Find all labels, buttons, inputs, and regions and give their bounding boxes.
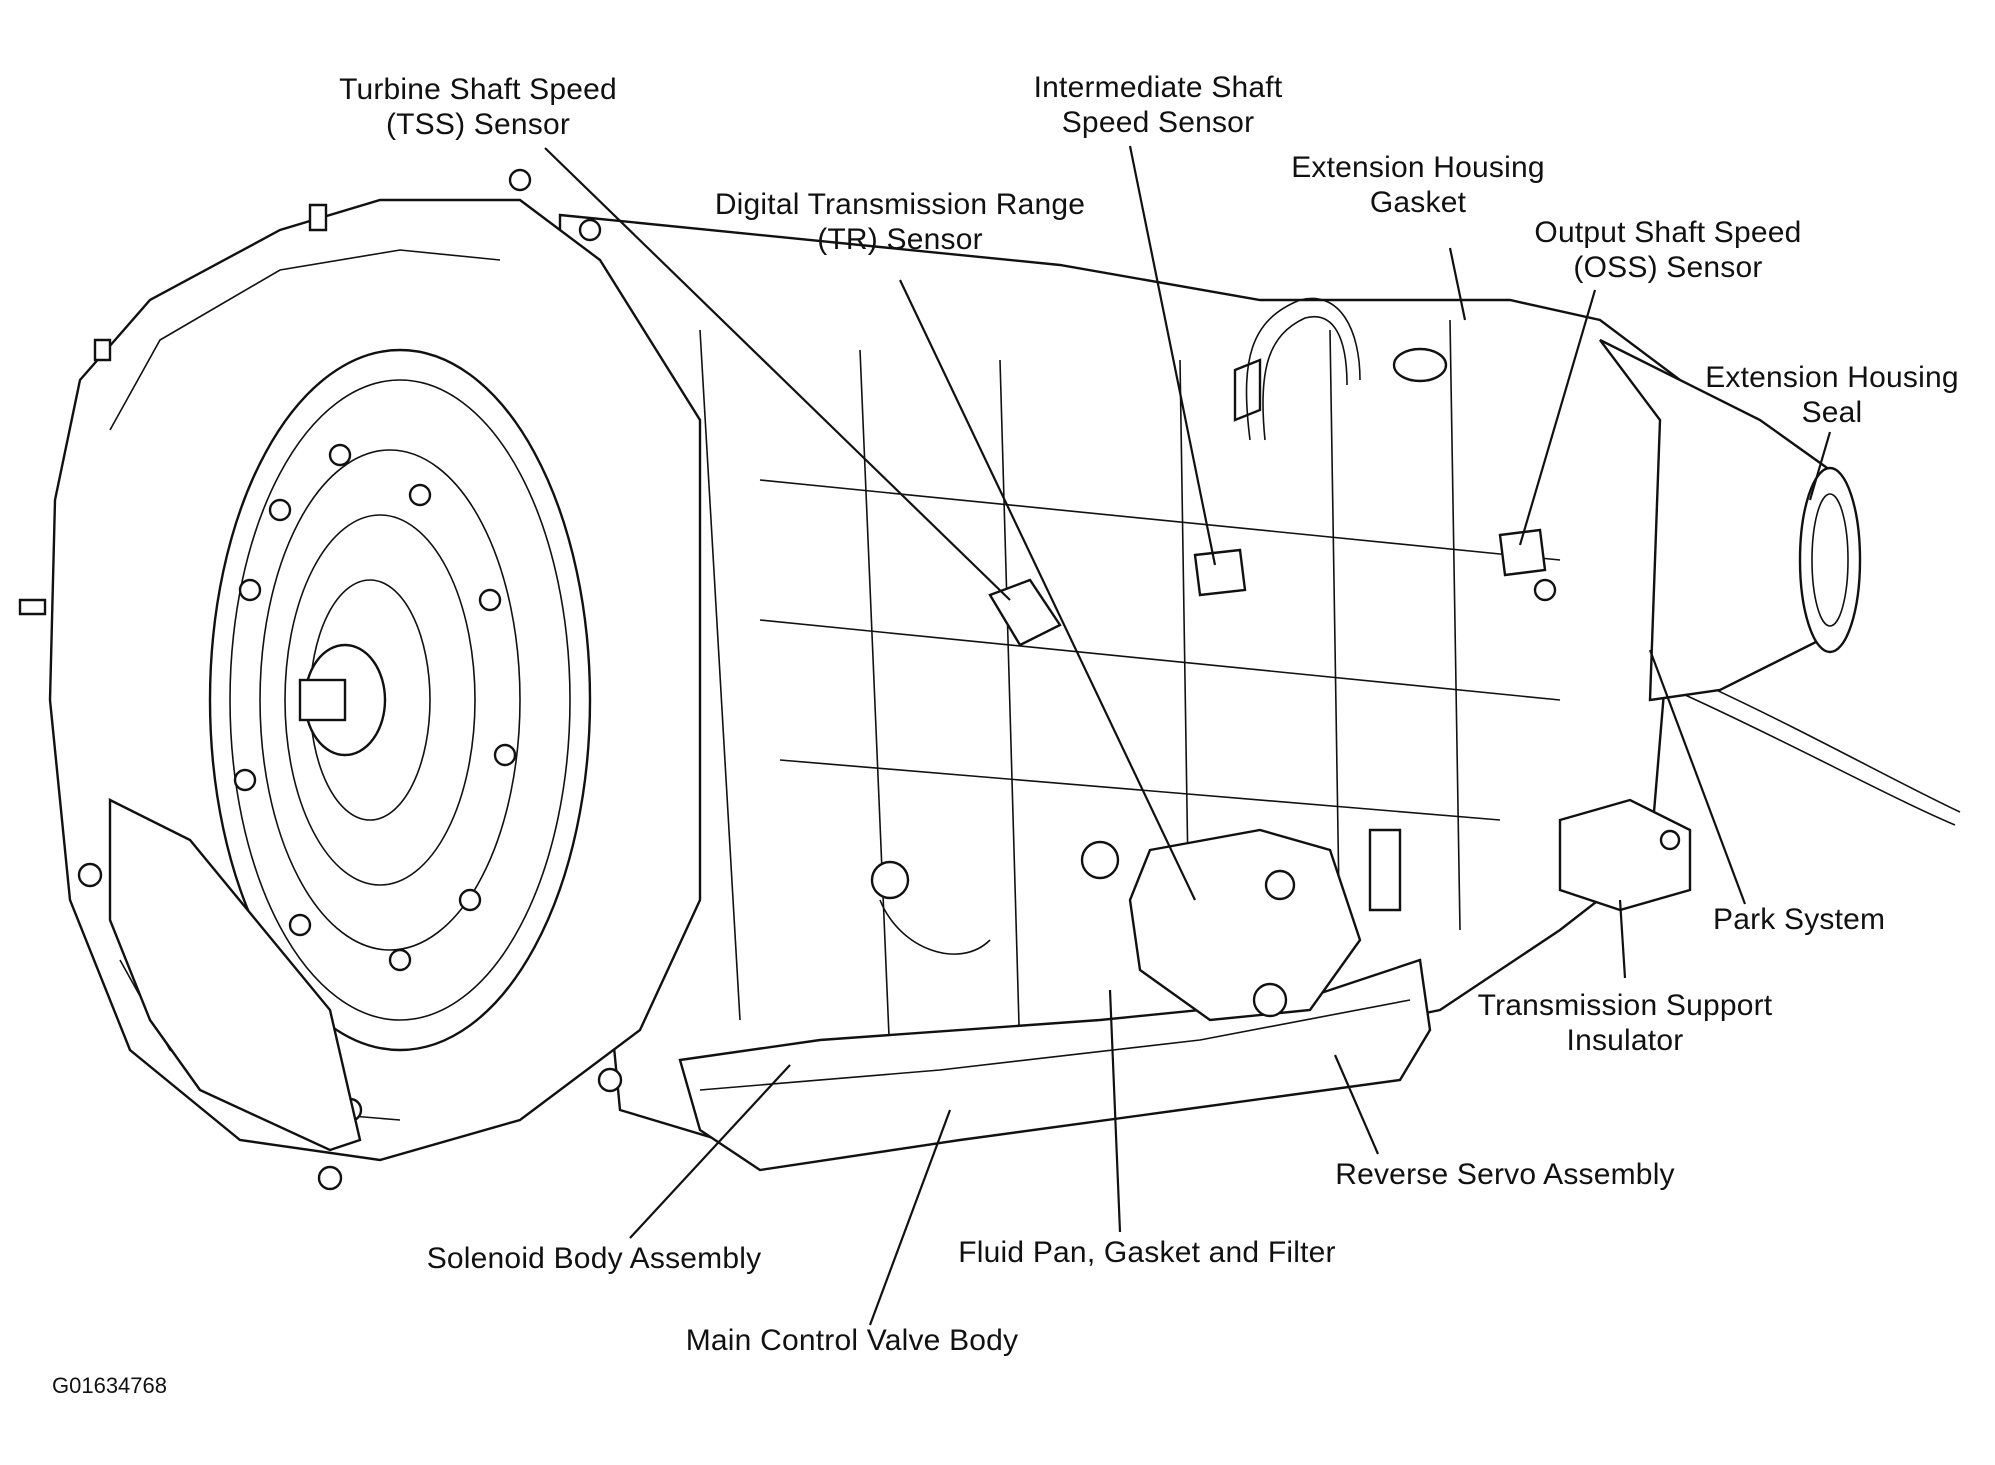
- leader-solenoid: [629, 1064, 791, 1239]
- leader-tr: [899, 279, 1196, 901]
- label-line: Reverse Servo Assembly: [1335, 1158, 1675, 1191]
- label-line: Solenoid Body Assembly: [426, 1242, 762, 1275]
- leader-servo: [1333, 1054, 1380, 1155]
- label-line: Digital Transmission Range: [714, 188, 1086, 221]
- label-line: Park System: [1713, 903, 1886, 936]
- label-line: Intermediate Shaft: [1033, 71, 1283, 104]
- label-line: (TR) Sensor: [817, 223, 983, 256]
- figure-id: G01634768: [52, 1373, 167, 1398]
- label-main-control-valve-body: Main Control Valve Body: [686, 1323, 1019, 1358]
- label-line: Gasket: [1369, 186, 1467, 219]
- label-solenoid-body-assembly: Solenoid Body Assembly: [427, 1241, 762, 1276]
- leader-insulator: [1618, 899, 1627, 979]
- leader-oss: [1518, 289, 1597, 546]
- label-line: Seal: [1801, 396, 1863, 429]
- label-intermediate-shaft-speed-sensor: Intermediate Shaft Speed Sensor: [1034, 70, 1283, 140]
- label-extension-housing-seal: Extension Housing Seal: [1705, 360, 1959, 430]
- label-line: Extension Housing: [1705, 361, 1959, 394]
- leader-lines: [544, 145, 1832, 1326]
- label-line: (TSS) Sensor: [385, 108, 571, 141]
- leader-fluid-pan: [1108, 989, 1122, 1233]
- leader-ext-seal: [1808, 431, 1832, 501]
- label-extension-housing-gasket: Extension Housing Gasket: [1291, 150, 1545, 220]
- label-reverse-servo-assembly: Reverse Servo Assembly: [1335, 1157, 1675, 1192]
- leader-valve-body: [868, 1109, 952, 1326]
- label-line: Main Control Valve Body: [685, 1324, 1019, 1357]
- label-line: Speed Sensor: [1061, 106, 1255, 139]
- label-line: Fluid Pan, Gasket and Filter: [958, 1236, 1336, 1269]
- label-line: Transmission Support: [1477, 989, 1773, 1022]
- label-line: (OSS) Sensor: [1573, 251, 1763, 284]
- leader-park: [1648, 649, 1747, 905]
- label-digital-transmission-range-sensor: Digital Transmission Range (TR) Sensor: [715, 187, 1085, 257]
- label-line: Extension Housing: [1291, 151, 1545, 184]
- label-line: Output Shaft Speed: [1534, 216, 1802, 249]
- leader-ext-gasket: [1448, 247, 1467, 321]
- label-output-shaft-speed-sensor: Output Shaft Speed (OSS) Sensor: [1534, 215, 1801, 285]
- leader-iss: [1128, 145, 1217, 566]
- leader-tss: [544, 147, 1011, 601]
- transmission-illustration: [18, 168, 1961, 1191]
- label-line: Turbine Shaft Speed: [339, 73, 617, 106]
- label-park-system: Park System: [1713, 902, 1885, 937]
- label-transmission-support-insulator: Transmission Support Insulator: [1478, 988, 1773, 1058]
- label-turbine-shaft-speed-sensor: Turbine Shaft Speed (TSS) Sensor: [339, 72, 617, 142]
- label-fluid-pan-gasket-filter: Fluid Pan, Gasket and Filter: [958, 1235, 1335, 1270]
- label-line: Insulator: [1566, 1024, 1684, 1057]
